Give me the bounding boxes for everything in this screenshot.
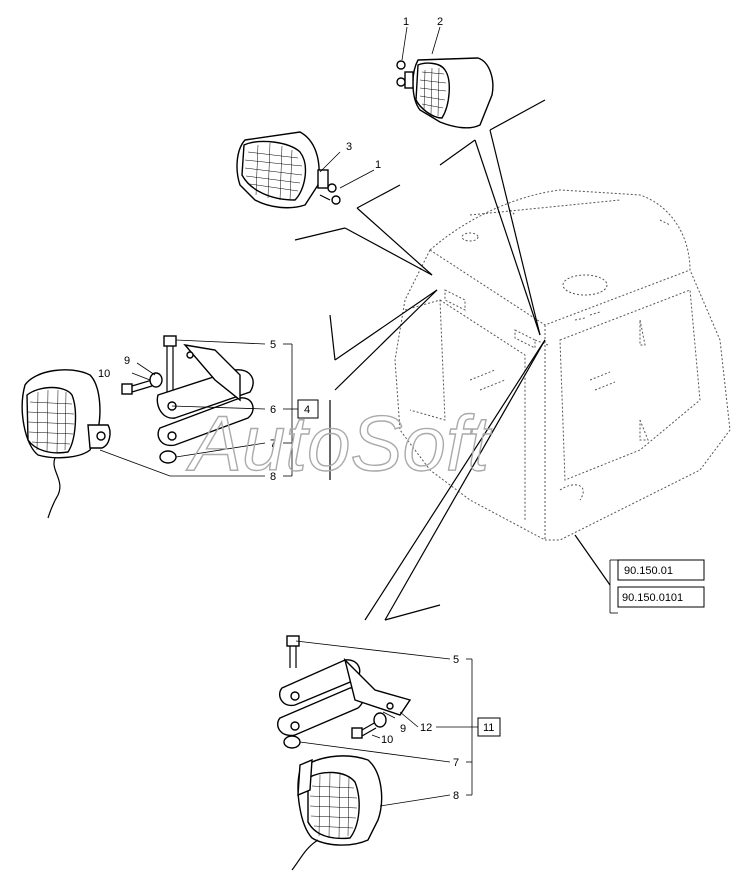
callout-10-bottom: 10 xyxy=(381,734,393,746)
callout-10-left: 10 xyxy=(98,368,110,380)
callout-5-bottom: 5 xyxy=(453,654,459,666)
callout-7-left: 7 xyxy=(270,438,276,450)
callout-leaders xyxy=(99,26,618,807)
work-light-top-left xyxy=(236,131,341,209)
work-light-top-right xyxy=(396,57,494,129)
callout-7-bottom: 7 xyxy=(453,757,459,769)
group-box-4[interactable]: 4 xyxy=(297,399,319,419)
callout-1-mid: 1 xyxy=(375,159,381,171)
leader-lines xyxy=(294,99,611,621)
bottom-light-assembly xyxy=(277,635,412,871)
cab-outline xyxy=(394,189,731,541)
callout-2: 2 xyxy=(437,16,443,28)
group-box-11[interactable]: 11 xyxy=(477,717,501,737)
callout-12: 12 xyxy=(420,722,432,734)
callout-6: 6 xyxy=(270,404,276,416)
callout-9-bottom: 9 xyxy=(400,723,406,735)
callout-8-left: 8 xyxy=(270,471,276,483)
reference-label-2: 90.150.0101 xyxy=(622,592,683,604)
callout-3: 3 xyxy=(346,141,352,153)
callout-5-left: 5 xyxy=(270,339,276,351)
callout-labels: 1 2 3 1 5 9 10 6 7 8 5 12 9 10 7 8 xyxy=(98,16,459,802)
reference-box-2[interactable]: 90.150.0101 xyxy=(617,586,705,608)
group-box-4-label: 4 xyxy=(304,404,310,416)
callout-1-top: 1 xyxy=(403,16,409,28)
reference-label-1: 90.150.01 xyxy=(624,565,673,577)
callout-9-left: 9 xyxy=(124,355,130,367)
group-box-11-label: 11 xyxy=(483,722,494,734)
callout-8-bottom: 8 xyxy=(453,790,459,802)
watermark-text: AutoSoft xyxy=(186,399,493,487)
reference-box-1[interactable]: 90.150.01 xyxy=(617,559,705,581)
